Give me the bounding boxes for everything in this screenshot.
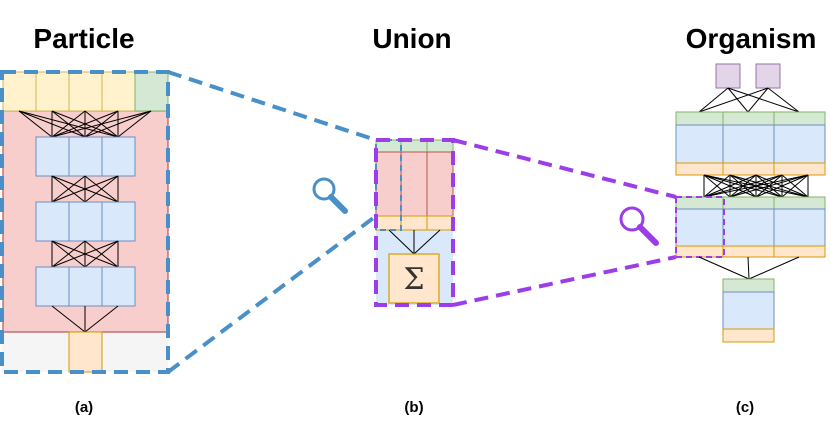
union-block-top [722, 111, 775, 126]
union-block-top [722, 196, 775, 210]
particle-connections-1 [18, 110, 152, 138]
column-output [426, 215, 454, 231]
organism-input [755, 63, 781, 89]
particle-connections-3 [51, 240, 119, 276]
union-block-body [722, 291, 775, 330]
union-block-output [675, 162, 724, 176]
union-zoom-frame [374, 138, 455, 307]
union-block-body [722, 208, 775, 247]
neuron [35, 266, 70, 307]
column-body [426, 151, 454, 217]
column-output [400, 215, 428, 231]
input-cell [2, 71, 37, 112]
particle-hidden-layer-3 [35, 266, 136, 307]
union-block-top [773, 196, 826, 210]
sum-node [388, 253, 440, 304]
neuron [68, 266, 103, 307]
title-particle: Particle [33, 23, 134, 54]
organism-input [715, 63, 741, 89]
union-panel: Σ [374, 138, 455, 307]
sum-symbol: Σ [403, 262, 424, 297]
neuron [101, 266, 136, 307]
title-union: Union [372, 23, 451, 54]
particle-zoom-frame [0, 70, 170, 374]
magnifier-icon [619, 206, 659, 246]
magnifier-icon [312, 177, 348, 214]
union-particle-columns [375, 139, 454, 231]
organism-panel [675, 63, 826, 343]
union-block-body [773, 208, 826, 247]
input-cell-green [134, 71, 169, 112]
union-block-top [675, 196, 724, 210]
union-block-top [675, 111, 724, 126]
union-block-body [675, 124, 724, 164]
union-block-output [773, 245, 826, 258]
union-block-body [675, 208, 724, 247]
column-output [375, 215, 402, 231]
input-cell [35, 71, 70, 112]
caption-b: (b) [404, 399, 423, 416]
caption-a: (a) [75, 399, 93, 416]
union-block-top [773, 111, 826, 126]
neuron [101, 201, 136, 242]
zoom-lines-purple [452, 138, 677, 307]
organism-union-layer-1 [675, 111, 826, 176]
union-block-output [722, 328, 775, 343]
particle-hidden-layer-1 [35, 136, 136, 177]
union-block-body [722, 124, 775, 164]
input-cell [101, 71, 136, 112]
union-block-output [773, 162, 826, 176]
organism-union-layer-2 [675, 196, 826, 258]
particle-connections-4 [51, 305, 119, 333]
particle-connections-2 [51, 175, 119, 203]
organism-input-connections [698, 87, 800, 113]
organism-dense-connections [703, 174, 809, 198]
neuron [35, 136, 70, 177]
title-organism: Organism [686, 23, 817, 54]
union-block-output [675, 245, 724, 258]
union-block-output [722, 245, 775, 258]
organism-output-connections [698, 256, 800, 280]
column-body [400, 151, 428, 217]
particle-input-row [2, 71, 169, 112]
union-block-body [773, 124, 826, 164]
zoom-lines-blue [166, 70, 378, 374]
neuron [68, 201, 103, 242]
union-block-output [722, 162, 775, 176]
caption-c: (c) [736, 399, 754, 416]
neuron [35, 201, 70, 242]
particle-panel [0, 70, 170, 374]
particle-hidden-layer-2 [35, 201, 136, 242]
column-body [375, 151, 402, 217]
neuron [101, 136, 136, 177]
union-sum-connections [388, 229, 441, 255]
union-block-top [722, 278, 775, 293]
organism-output-union [722, 278, 775, 343]
neuron [68, 136, 103, 177]
input-cell [68, 71, 103, 112]
particle-output-neuron [68, 331, 103, 373]
